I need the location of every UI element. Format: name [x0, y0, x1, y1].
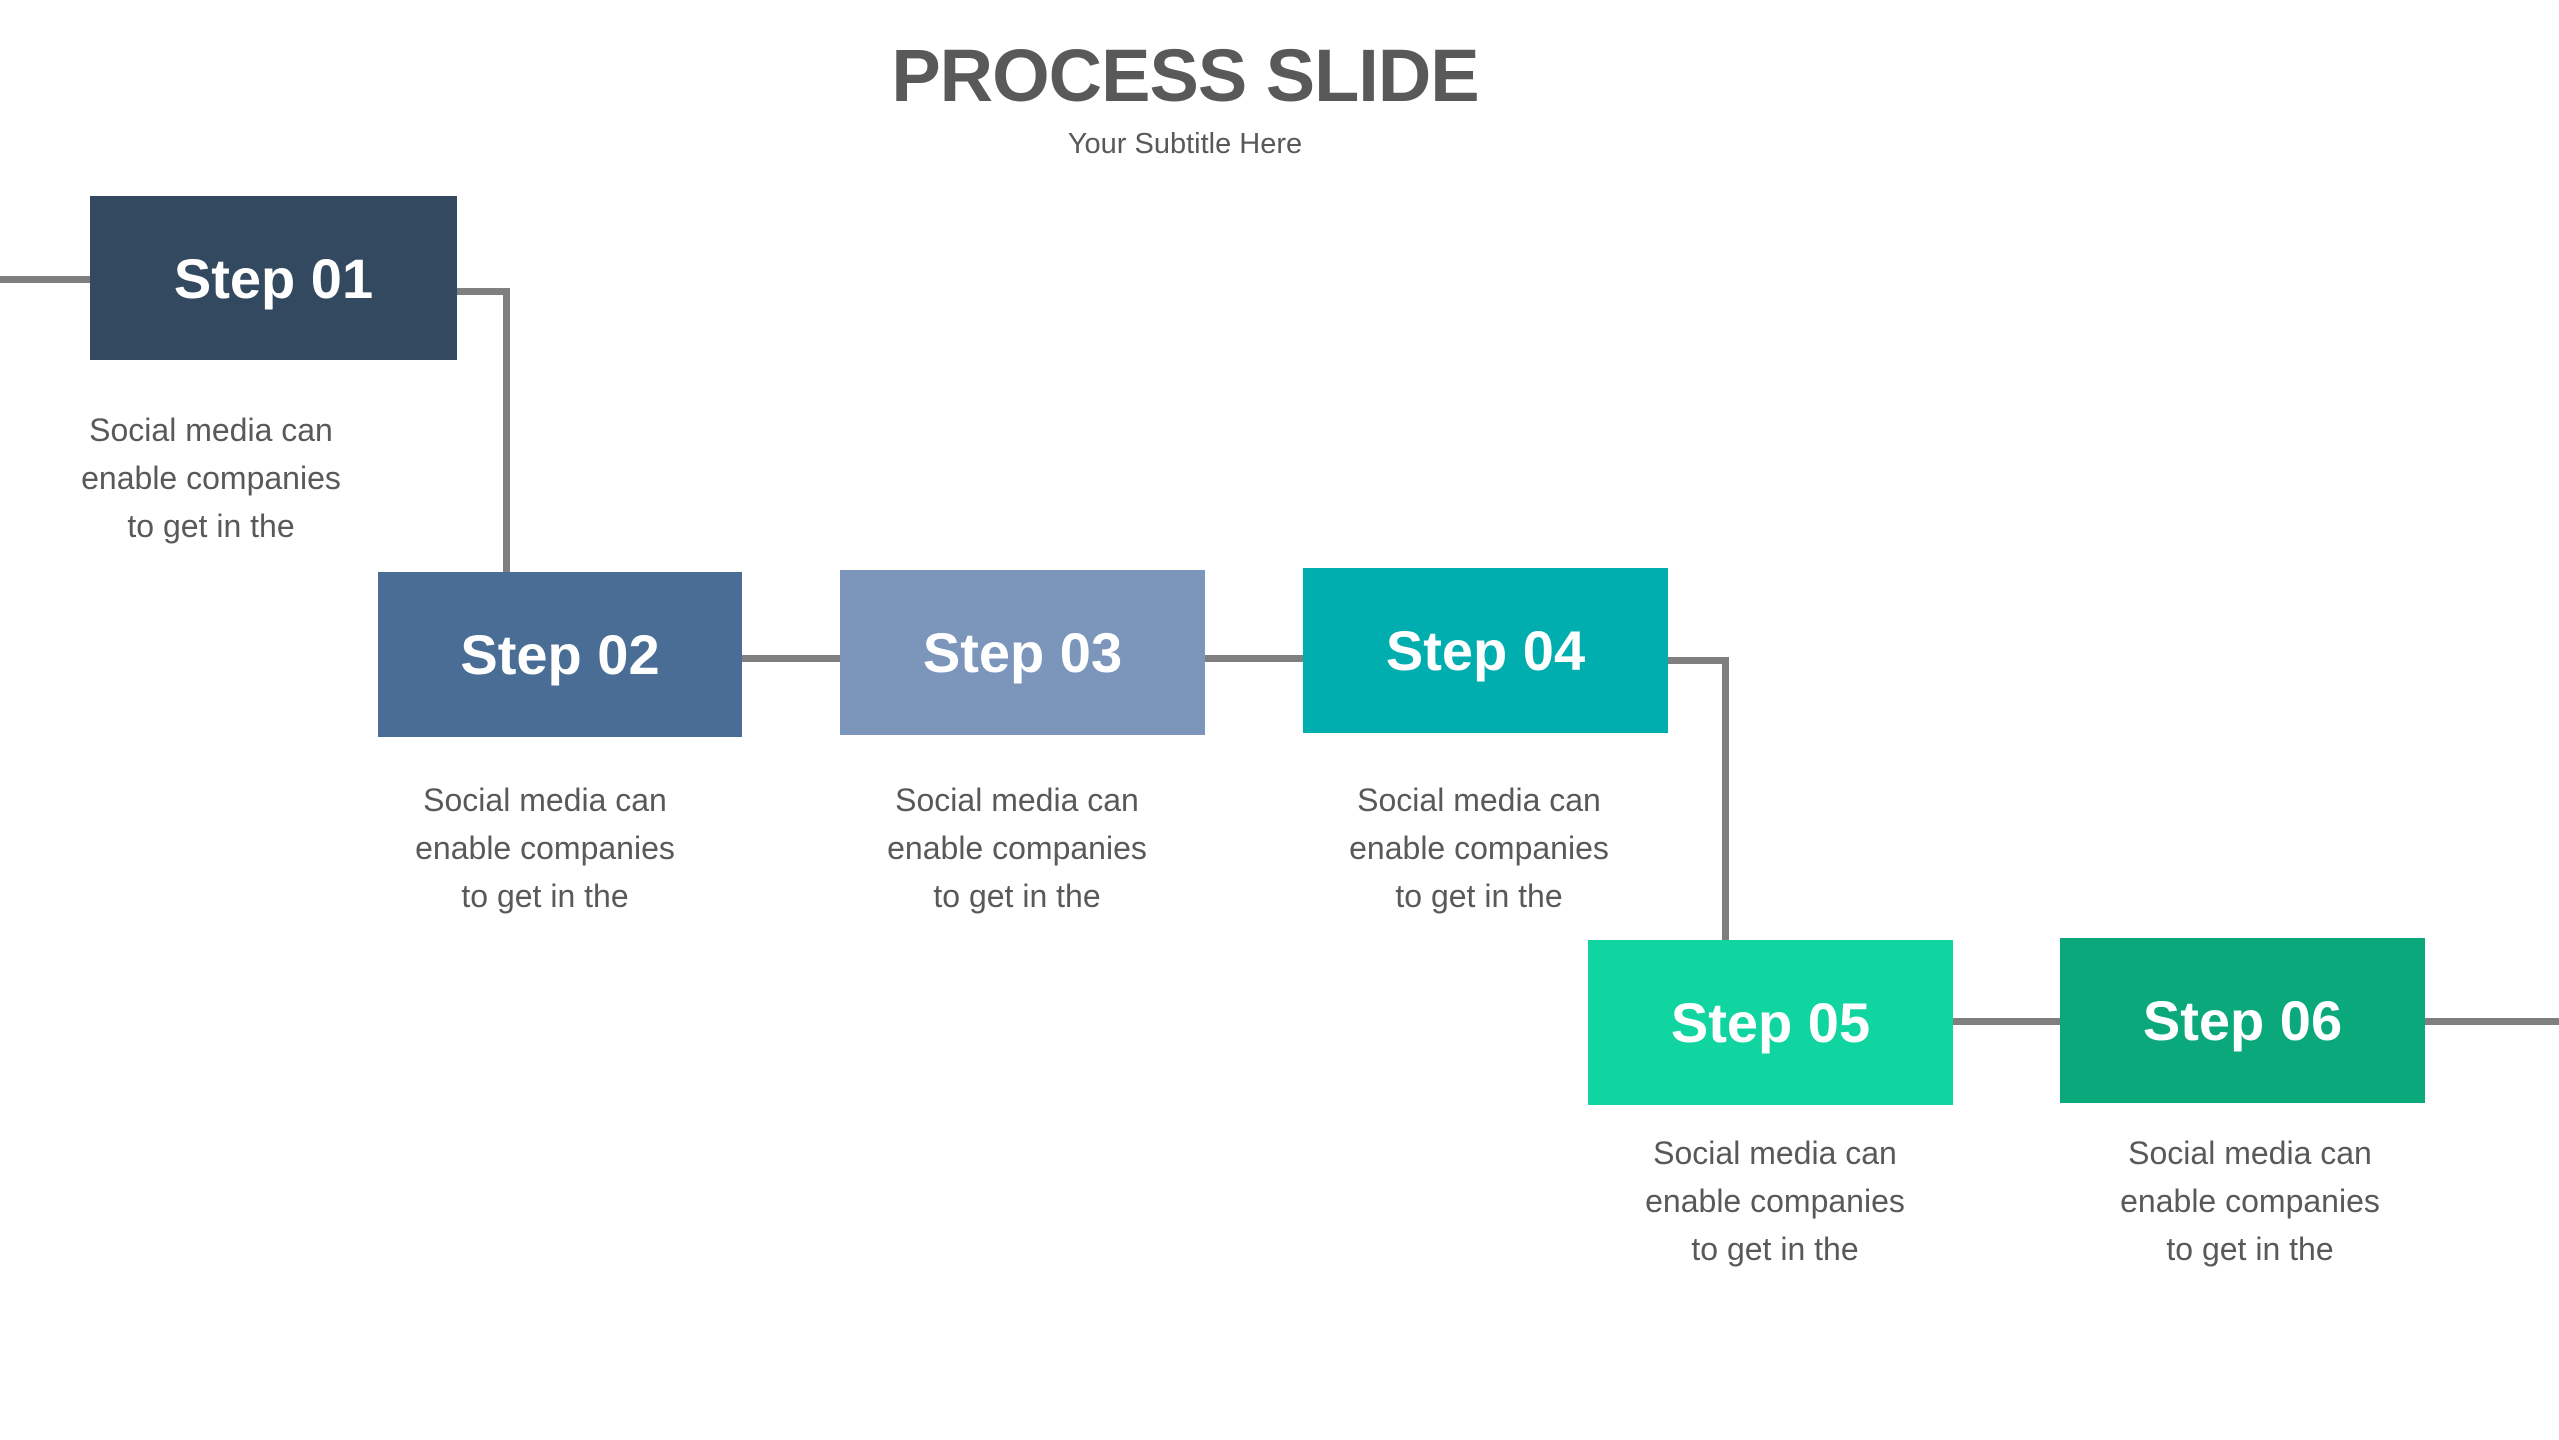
step-04-label: Step 04 [1385, 619, 1586, 682]
description-line: Social media can [423, 782, 667, 818]
description-line: Social media can [1357, 782, 1601, 818]
description-line: to get in the [2166, 1231, 2334, 1267]
connector-left-edge-to-step-01 [0, 276, 90, 283]
description-line: to get in the [461, 878, 629, 914]
connector-step-02-to-step-03 [742, 655, 840, 662]
step-01-box: Step 01 [90, 196, 457, 360]
description-line: enable companies [2120, 1183, 2380, 1219]
connector-step-01-right [457, 288, 510, 295]
description-line: to get in the [933, 878, 1101, 914]
description-line: to get in the [127, 508, 295, 544]
connector-step-04-down-to-step-05 [1722, 657, 1729, 940]
description-line: enable companies [1645, 1183, 1905, 1219]
connector-step-01-down-to-step-02 [503, 288, 510, 572]
step-01-label: Step 01 [173, 246, 374, 310]
description-line: Social media can [1653, 1135, 1897, 1171]
connector-step-05-to-step-06 [1953, 1018, 2060, 1025]
step-06-description: Social media can enable companies to get… [2100, 1129, 2400, 1273]
description-line: to get in the [1395, 878, 1563, 914]
step-02-box: Step 02 [378, 572, 742, 737]
connector-step-06-to-right-edge [2425, 1018, 2559, 1025]
step-05-label: Step 05 [1670, 991, 1871, 1054]
description-line: to get in the [1691, 1231, 1859, 1267]
step-03-description: Social media can enable companies to get… [867, 776, 1167, 920]
description-line: enable companies [81, 460, 341, 496]
step-03-label: Step 03 [922, 621, 1123, 684]
step-04-description: Social media can enable companies to get… [1329, 776, 1629, 920]
description-line: Social media can [89, 412, 333, 448]
description-line: Social media can [895, 782, 1139, 818]
step-01-description: Social media can enable companies to get… [61, 406, 361, 550]
description-line: enable companies [887, 830, 1147, 866]
step-03-box: Step 03 [840, 570, 1205, 735]
step-05-box: Step 05 [1588, 940, 1953, 1105]
slide-title: PROCESS SLIDE [891, 34, 1479, 117]
step-06-label: Step 06 [2142, 989, 2343, 1052]
connector-step-04-right [1668, 657, 1729, 664]
description-line: enable companies [1349, 830, 1609, 866]
slide-header: PROCESS SLIDE Your Subtitle Here [785, 34, 1585, 162]
connector-step-03-to-step-04 [1205, 655, 1303, 662]
description-line: Social media can [2128, 1135, 2372, 1171]
description-line: enable companies [415, 830, 675, 866]
step-02-label: Step 02 [460, 623, 660, 686]
step-06-box: Step 06 [2060, 938, 2425, 1103]
step-02-description: Social media can enable companies to get… [395, 776, 695, 920]
slide-subtitle: Your Subtitle Here [1067, 128, 1303, 160]
step-04-box: Step 04 [1303, 568, 1668, 733]
step-05-description: Social media can enable companies to get… [1625, 1129, 1925, 1273]
